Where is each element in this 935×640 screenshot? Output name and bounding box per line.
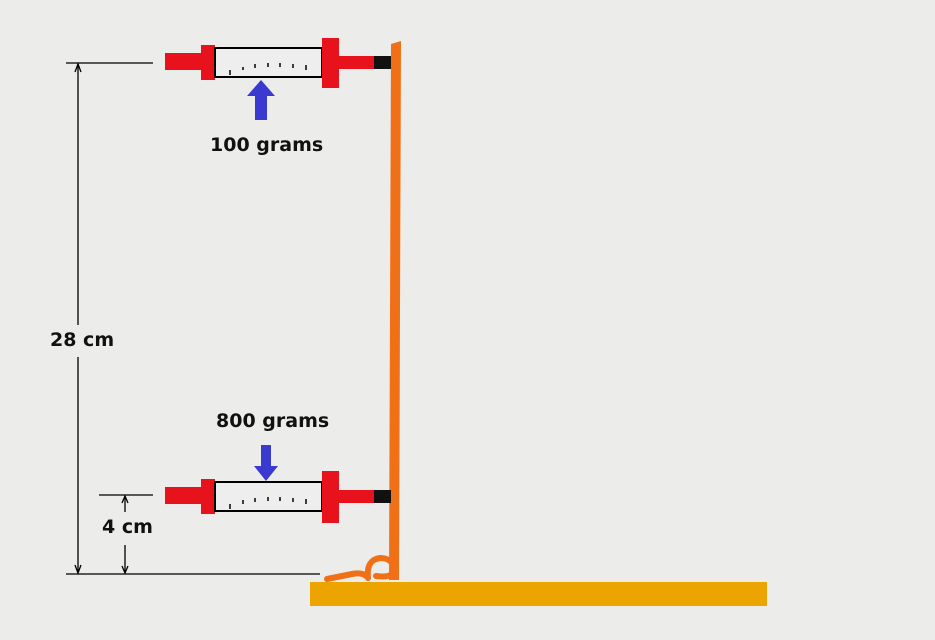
nozzle xyxy=(374,56,391,69)
dimension-lines xyxy=(66,62,320,575)
top-weight-label: 100 grams xyxy=(210,134,324,156)
force-arrow-down-icon xyxy=(254,445,278,481)
nozzle xyxy=(374,490,391,503)
plunger-rod-right xyxy=(338,490,374,503)
plunger-flange-right xyxy=(322,38,339,88)
plunger-flange-right xyxy=(322,471,339,523)
vertical-stand xyxy=(389,41,401,580)
bottom-height-label: 4 cm xyxy=(102,516,153,538)
bottom-syringe xyxy=(165,471,391,523)
hinge-icon xyxy=(324,554,398,582)
plunger-flange-left xyxy=(201,45,215,80)
force-arrow-up-icon xyxy=(247,80,275,120)
barrel-tick-marks xyxy=(229,63,307,75)
barrel-tick-marks xyxy=(229,497,307,509)
bottom-weight-label: 800 grams xyxy=(216,410,330,432)
syringe-barrel xyxy=(214,47,323,78)
plunger-rod-right xyxy=(338,56,374,69)
syringe-barrel xyxy=(214,481,323,512)
plunger-flange-left xyxy=(201,479,215,514)
base-plate xyxy=(310,582,767,606)
plunger-rod-left xyxy=(165,53,202,70)
top-syringe xyxy=(165,38,391,88)
plunger-rod-left xyxy=(165,487,202,504)
total-height-label: 28 cm xyxy=(50,329,115,351)
